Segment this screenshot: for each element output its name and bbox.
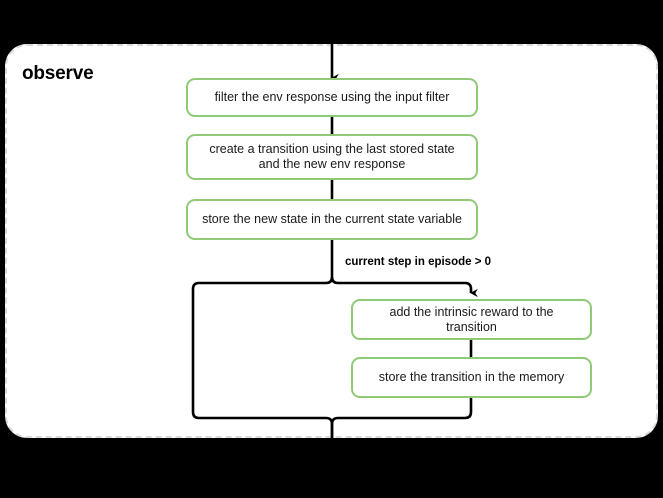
node-add-intrinsic-reward[interactable]: add the intrinsic reward to the transiti…	[351, 299, 592, 340]
group-title-observe: observe	[22, 63, 94, 84]
node-filter-env-response[interactable]: filter the env response using the input …	[186, 78, 478, 117]
node-store-new-state[interactable]: store the new state in the current state…	[186, 199, 478, 240]
node-create-transition[interactable]: create a transition using the last store…	[186, 134, 478, 180]
edge-condition-label-current-step: current step in episode > 0	[345, 256, 492, 268]
node-store-transition-memory[interactable]: store the transition in the memory	[351, 357, 592, 398]
